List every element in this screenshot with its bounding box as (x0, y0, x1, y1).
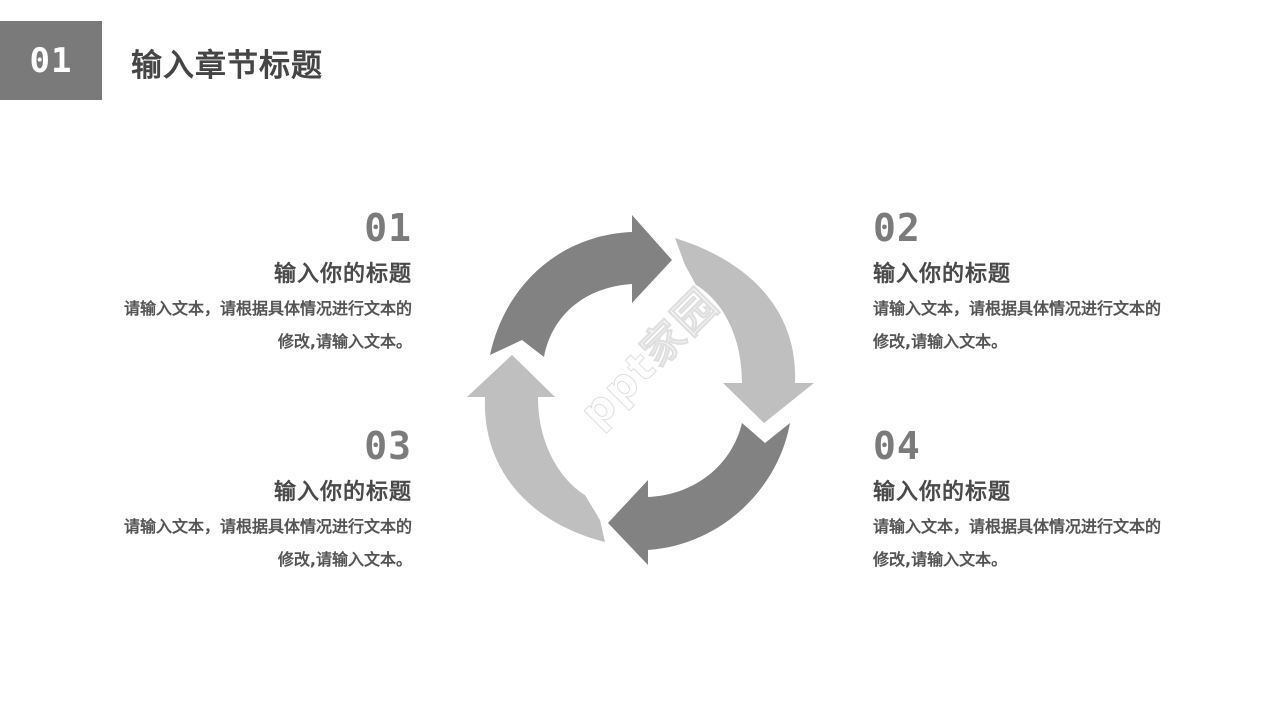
block-body: 请输入文本，请根据具体情况进行文本的修改,请输入文本。 (873, 299, 1162, 351)
cycle-arrow-top-left (490, 215, 672, 357)
cycle-arrow-bottom-right (608, 423, 790, 565)
block-body: 请输入文本，请根据具体情况进行文本的修改,请输入文本。 (873, 517, 1162, 569)
info-block-1: 01 输入你的标题 请输入文本，请根据具体情况进行文本的修改,请输入文本。 (112, 206, 412, 358)
cycle-arrows-diagram (467, 215, 814, 565)
cycle-arrow-top-right (675, 238, 814, 423)
section-number-badge: 01 (0, 21, 102, 100)
info-block-3: 03 输入你的标题 请输入文本，请根据具体情况进行文本的修改,请输入文本。 (112, 424, 412, 576)
block-number: 01 (364, 206, 412, 250)
block-heading: 输入你的标题 (273, 480, 412, 505)
section-number: 01 (29, 40, 73, 81)
info-block-4: 04 输入你的标题 请输入文本，请根据具体情况进行文本的修改,请输入文本。 (873, 424, 1173, 576)
block-number: 03 (364, 424, 412, 468)
block-number: 02 (873, 206, 921, 250)
cycle-arrow-bottom-left (467, 355, 605, 542)
block-heading: 输入你的标题 (273, 262, 412, 287)
info-block-2: 02 输入你的标题 请输入文本，请根据具体情况进行文本的修改,请输入文本。 (873, 206, 1173, 358)
block-number: 04 (873, 424, 921, 468)
page-title: 输入章节标题 (131, 48, 323, 84)
block-heading: 输入你的标题 (873, 262, 1012, 287)
block-heading: 输入你的标题 (873, 480, 1012, 505)
block-body: 请输入文本，请根据具体情况进行文本的修改,请输入文本。 (123, 517, 412, 569)
block-body: 请输入文本，请根据具体情况进行文本的修改,请输入文本。 (123, 299, 412, 351)
